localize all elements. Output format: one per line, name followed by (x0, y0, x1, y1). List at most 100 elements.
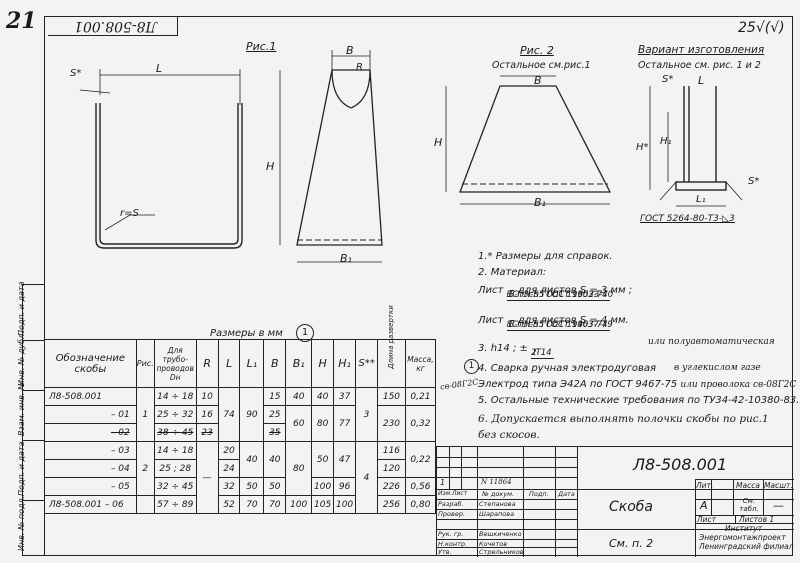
note-3-num: IT14 (531, 348, 554, 359)
tb-col-list: Лист (452, 490, 468, 497)
revision-circle: 1 (464, 359, 479, 374)
cell-designation: – 02 (44, 423, 137, 442)
cell-H1: 77 (333, 405, 357, 442)
cell-fig: 2 (135, 441, 155, 496)
note-6: 6. Допускается выполнять полочки скобы п… (478, 413, 769, 425)
tb-col-izm: Изм. (438, 490, 453, 497)
cell-B: 25 (263, 405, 287, 424)
cell-fig (135, 495, 155, 514)
note-1: 1.* Размеры для справок. (478, 251, 613, 262)
col-B1: B₁ (285, 339, 313, 388)
sidebar-label: Подп. и дата (17, 441, 26, 497)
material-2-tail: – для листов S = 4 мм. (509, 315, 629, 326)
cell-mass: 0,22 (404, 441, 437, 478)
tb-role-razrab: Разраб. (438, 500, 464, 508)
tb-name-razrab: Степанова (479, 500, 516, 508)
cell-pipe: 57 ÷ 89 (153, 495, 197, 514)
cell-B: 50 (263, 477, 287, 496)
fig2-dim-B: B (534, 74, 542, 87)
cell-length: 226 (377, 477, 406, 496)
tb-name-prover: Шарапова (479, 510, 515, 518)
col-B: B (263, 339, 287, 388)
cell-designation: – 04 (44, 459, 137, 478)
cell-R: 10 (195, 387, 219, 406)
tb-rev-doc: N 11864 (481, 478, 512, 486)
cell-H1: 96 (333, 477, 357, 496)
fig1-dim-s: S* (70, 68, 82, 79)
note-3-den: 2 (531, 348, 537, 358)
dimensions-table: Обозначение скобы Рис. Для трубо-проводо… (44, 304, 437, 514)
table-row: – 01 25 ÷ 32 16 25 60 80 77 230 0,32 (44, 405, 437, 442)
sidebar-label: Взам. инв. № (17, 381, 26, 436)
tb-ref: См. п. 2 (609, 537, 654, 550)
note-3-handwritten: или полуавтоматическая (648, 337, 775, 347)
roughness-mark: 25√(√) (738, 20, 785, 36)
fig2-dim-B1: B₁ (534, 196, 546, 209)
note-4b-text: Электрод типа Э42А по ГОСТ 9467-75 (478, 379, 678, 390)
material-1-grade: Б-ПН-S ГОСТ 19903-74 (506, 290, 610, 301)
col-length-label: Длина развертки (387, 304, 396, 369)
tb-mass-header: Масса (736, 481, 760, 490)
cell-H: 100 (311, 477, 335, 496)
fig2-dim-H: H (434, 136, 443, 149)
cell-L1: 50 (239, 477, 265, 496)
material-2-grade: Б-ПН-S ГОСТ 19903-74 (506, 320, 610, 331)
cell-length: 116 (377, 441, 406, 460)
col-pipe: Для трубо-проводов Dн (153, 339, 197, 388)
sidebar-label: Инв. № подл. (17, 495, 26, 551)
tb-role-ruk: Рук. гр. (438, 530, 464, 538)
note-4-handwritten: в углекислом газе (674, 363, 761, 373)
variant-dim-Hstar: H* (636, 142, 649, 153)
side-dim-B1: B₁ (340, 252, 352, 265)
col-length: Длина развертки (377, 304, 406, 388)
cell-L: 74 (217, 387, 241, 442)
cell-H1: 47 (333, 441, 357, 478)
tb-name-nkontr: Кочетов (479, 540, 508, 548)
tb-org2: Энергомонтажпроект (699, 533, 786, 542)
table-row: Л8-508.001 1 14 ÷ 18 10 74 90 15 40 40 3… (44, 387, 437, 442)
cell-B: 40 (263, 441, 287, 478)
col-R: R (195, 339, 219, 388)
note-3-text: 3. h14 ; ± (478, 343, 528, 354)
table-row: – 05 32 ÷ 45 32 50 50 100 96 226 0,56 (44, 477, 437, 496)
tb-scale-header: Масшт. (764, 481, 793, 490)
cell-L1: 40 (239, 441, 265, 478)
list-word: Лист (478, 315, 504, 326)
variant-title: Вариант изготовления (638, 44, 765, 56)
variant-drawing (649, 86, 743, 207)
cell-length: 230 (377, 405, 406, 442)
note-4b: Электрод типа Э42А по ГОСТ 9467-75 или п… (478, 379, 796, 390)
cell-H1: 100 (333, 495, 357, 514)
side-view-drawing (279, 50, 383, 263)
table-caption: Размеры в мм (210, 328, 283, 339)
note-4b-handwritten: или проволока св-08Г2С (680, 380, 797, 390)
fig2-drawing (445, 75, 612, 205)
fig2-subtitle: Остальное см.рис.1 (492, 60, 591, 71)
tb-name-ruk: Вешкиченко (479, 530, 522, 538)
cell-H: 80 (311, 405, 335, 442)
cell-designation: – 01 (44, 405, 137, 424)
cell-designation: – 03 (44, 441, 137, 460)
cell-B1: 40 (285, 387, 313, 406)
note-5: 5. Остальные технические требования по Т… (478, 395, 800, 406)
material-1-steel: ВСт3сп5 ГОСТ 16523-70 (506, 290, 614, 300)
page-number: 21 (6, 8, 37, 34)
material-1-tail: – для листов S = 3 мм ; (509, 285, 633, 296)
cell-S: 3 (355, 387, 378, 442)
variant-dim-H1: H₁ (660, 136, 672, 147)
cell-mass: 0,21 (404, 387, 437, 406)
cell-pipe: 32 ÷ 45 (153, 477, 197, 496)
tb-name-utv: Стрельников (479, 548, 524, 556)
table-row: – 04 25 ; 28 24 120 (44, 459, 436, 478)
cell-R: 23 (195, 423, 219, 442)
col-S: S** (355, 339, 378, 388)
title-block: Л8-508.001 Скоба См. п. 2 Лит. Масса Мас… (436, 446, 794, 557)
tb-scale: — (773, 499, 784, 512)
tb-code: Л8-508.001 (633, 455, 728, 474)
cell-pipe: 25 ÷ 32 (153, 405, 197, 424)
tb-org3: Ленинградский филиал (699, 542, 794, 551)
col-H1: H₁ (333, 339, 357, 388)
cell-B: 70 (263, 495, 287, 514)
cell-length: 150 (377, 387, 406, 406)
cell-length: 256 (377, 495, 406, 514)
